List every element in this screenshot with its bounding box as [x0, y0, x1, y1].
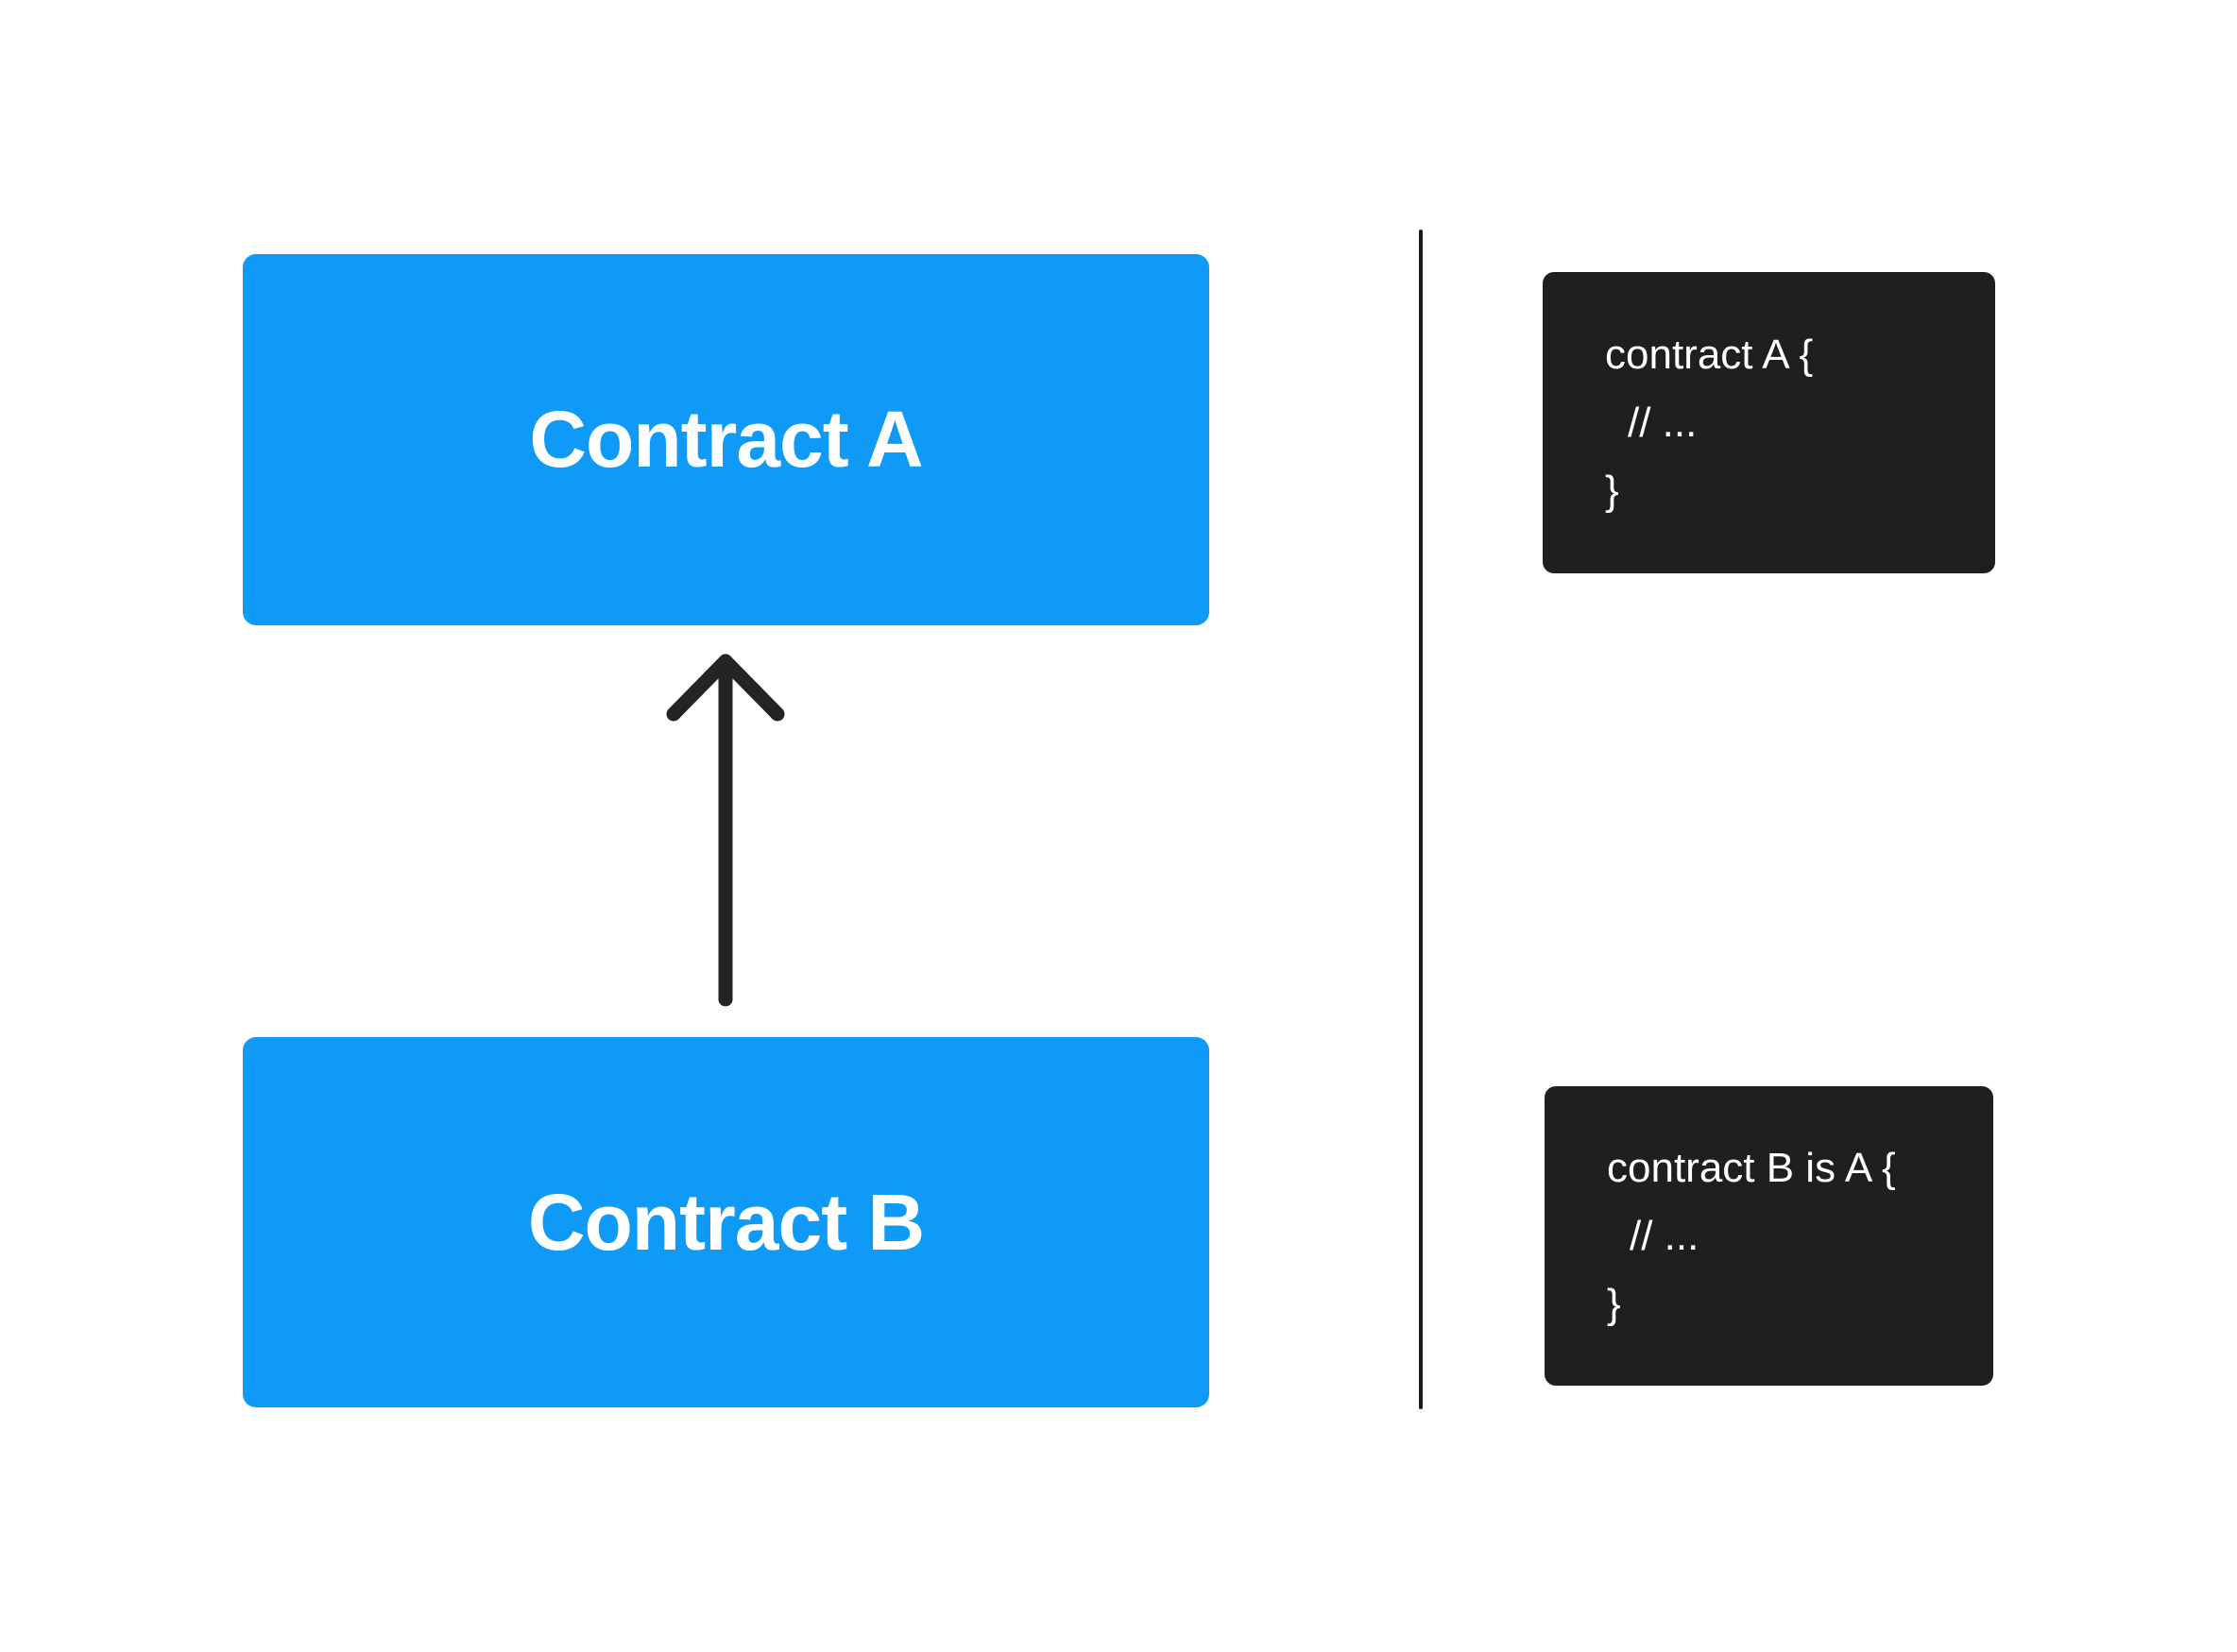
code-line-contract-a-open: contract A {	[1605, 331, 1814, 378]
code-snippet-contract-a: contract A { // ... }	[1543, 272, 1995, 573]
diagram-node-contract-a: Contract A	[243, 254, 1209, 625]
inheritance-arrow-up-icon	[666, 654, 785, 1007]
code-line-contract-a-comment: // ...	[1628, 399, 1698, 446]
code-line-contract-b-open: contract B is A {	[1607, 1144, 1896, 1191]
code-line-contract-b-close: }	[1607, 1280, 1621, 1327]
code-line-contract-b-comment: // ...	[1630, 1212, 1699, 1259]
node-contract-b-label: Contract B	[527, 1177, 925, 1267]
code-line-contract-a-close: }	[1605, 467, 1619, 514]
code-snippet-contract-b: contract B is A { // ... }	[1545, 1086, 1993, 1386]
diagram-node-contract-b: Contract B	[243, 1037, 1209, 1407]
node-contract-a-label: Contract A	[529, 395, 923, 484]
vertical-divider	[1419, 230, 1423, 1409]
